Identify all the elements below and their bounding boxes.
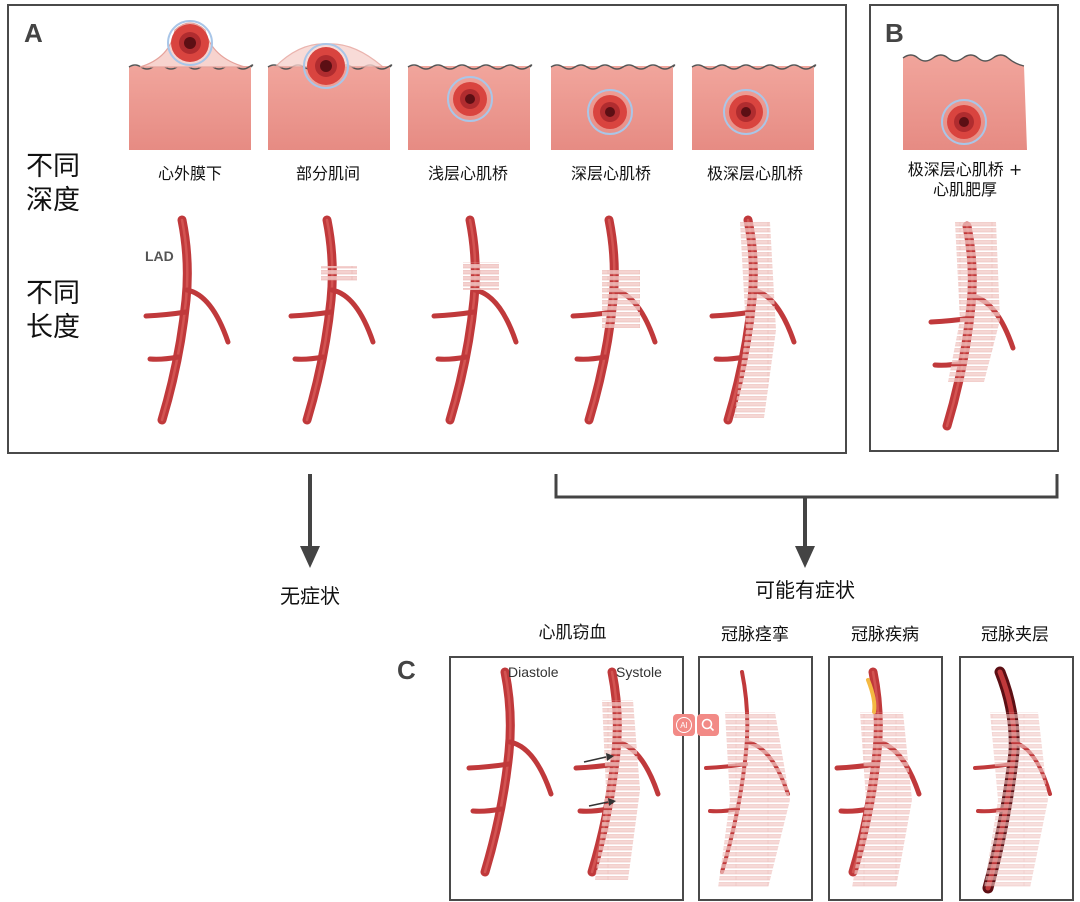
tissue-block-partial xyxy=(267,43,393,150)
tissue-block-subepicardial xyxy=(128,20,254,150)
disease-frame xyxy=(828,656,943,901)
systole-label: Systole xyxy=(616,664,662,680)
depth-caption-3: 浅层心肌桥 xyxy=(427,164,508,183)
diastole-label: Diastole xyxy=(508,664,559,680)
panel-b xyxy=(869,4,1059,452)
lad-label: LAD xyxy=(145,248,174,264)
depth-caption-5: 极深层心肌桥 xyxy=(706,164,803,183)
artery-spasm xyxy=(704,670,790,888)
depth-row-label: 不同 深度 xyxy=(26,151,80,216)
search-icon xyxy=(701,718,715,732)
ai-button-label: AI xyxy=(676,717,692,733)
artery-systole xyxy=(576,672,658,880)
panel-b-caption: 极深层心肌桥 + 心肌肥厚 xyxy=(907,160,1023,199)
steal-frame xyxy=(449,656,684,901)
artery-superficial xyxy=(434,220,516,420)
artery-partial xyxy=(291,220,373,420)
artery-disease xyxy=(837,672,919,888)
no-symptoms-label: 无症状 xyxy=(280,584,340,608)
condition-spasm: 冠脉痉挛 xyxy=(721,625,789,645)
depth-caption-1: 心外膜下 xyxy=(157,164,222,183)
tissue-block-superficial xyxy=(407,64,533,150)
length-row-label: 不同 长度 xyxy=(26,278,80,343)
depth-caption-2: 部分肌间 xyxy=(295,164,360,183)
condition-disease: 冠脉疾病 xyxy=(851,625,919,645)
artery-hypertrophy xyxy=(931,222,1013,426)
artery-deep xyxy=(573,220,655,420)
panel-a-letter: A xyxy=(24,18,43,48)
bracket-possible-symptoms xyxy=(554,474,1059,568)
search-button[interactable] xyxy=(697,714,719,736)
possible-symptoms-label: 可能有症状 xyxy=(755,578,855,602)
panel-a xyxy=(7,4,847,454)
artery-very-deep xyxy=(712,220,794,420)
tissue-block-hypertrophy xyxy=(902,54,1027,150)
panel-b-letter: B xyxy=(885,18,904,48)
depth-caption-4: 深层心肌桥 xyxy=(570,164,651,183)
condition-dissection: 冠脉夹层 xyxy=(981,625,1049,645)
ai-button[interactable]: AI xyxy=(673,714,695,736)
artery-dissection xyxy=(973,666,1052,894)
panel-c-letter: C xyxy=(397,655,416,685)
condition-steal: 心肌窃血 xyxy=(538,623,607,643)
tissue-block-very-deep xyxy=(691,64,817,150)
artery-subepicardial xyxy=(146,220,228,420)
depth-illustrations xyxy=(128,20,1027,150)
image-overlay-toolbar: AI xyxy=(673,714,719,736)
dissection-frame xyxy=(959,656,1074,901)
arrow-no-symptoms xyxy=(300,474,320,568)
tissue-block-deep xyxy=(550,64,676,150)
spasm-frame xyxy=(698,656,813,901)
artery-diastole xyxy=(469,672,551,872)
